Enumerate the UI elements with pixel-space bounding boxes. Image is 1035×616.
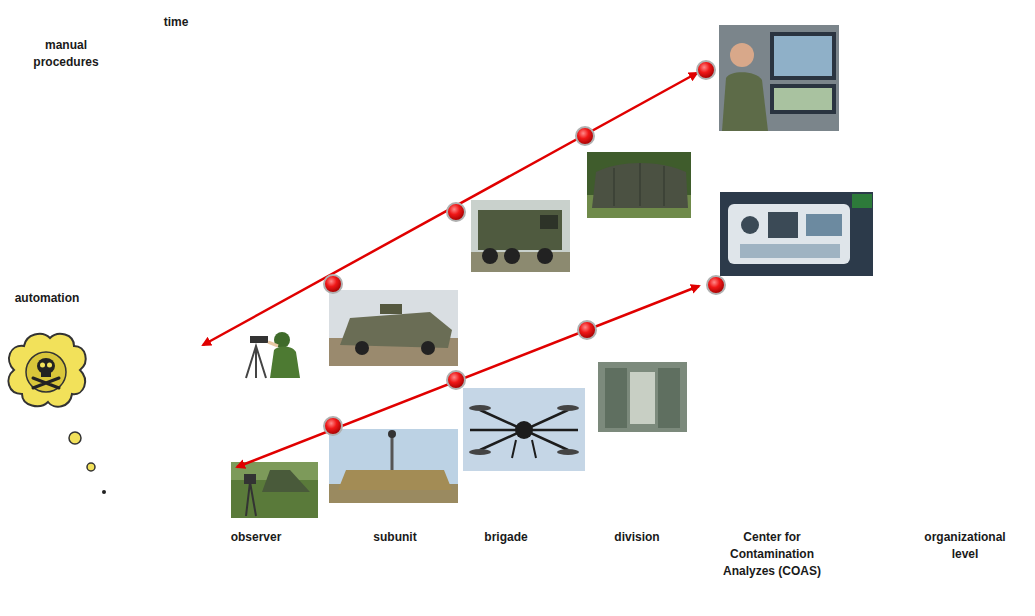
photo-tent-part [614, 163, 664, 206]
photo-armored-vehicle-part [329, 429, 458, 503]
photo-truck-part [540, 215, 558, 229]
photo-shelter-interior-part [630, 372, 655, 424]
photo-tent-part [592, 163, 688, 208]
photo-drone-part [557, 405, 579, 411]
milestone-dots-part [447, 371, 465, 389]
photo-truck-part [471, 200, 570, 272]
photo-reconnaissance-vehicle-part [380, 304, 402, 314]
photo-truck [471, 200, 570, 272]
photo-display-stand [720, 192, 873, 276]
photo-operator-part [770, 84, 836, 114]
photo-reconnaissance-vehicle-part [340, 312, 452, 348]
photo-truck-part [504, 248, 520, 264]
photo-display-stand-part [852, 194, 872, 208]
photo-reconnaissance-vehicle-part [421, 341, 435, 355]
milestone-dots-part [324, 275, 342, 293]
level-label: brigade [466, 529, 546, 546]
photo-shelter-interior [598, 362, 687, 432]
photo-shelter-interior-part [658, 368, 680, 428]
hazard-cloud-part [8, 334, 85, 407]
photo-operator-part [722, 72, 768, 131]
milestone-dots-part [697, 61, 715, 79]
photo-drone-part [469, 449, 491, 455]
photo-shelter-interior-part [605, 368, 627, 428]
photo-drone-part [512, 440, 536, 458]
photo-tent [587, 152, 691, 218]
photo-shelter-interior-part [598, 362, 687, 432]
level-label: Center for Contamination Analyzes (COAS) [716, 529, 828, 580]
photo-operator-part [774, 88, 832, 110]
photo-operator-part [730, 43, 754, 67]
observer-figure-part [246, 346, 266, 378]
photo-sensor-field-part [231, 462, 318, 518]
level-label: division [597, 529, 677, 546]
photo-tent-part [587, 152, 691, 218]
hazard-cloud [8, 334, 106, 494]
axis-label: organizational level [915, 529, 1015, 563]
photo-sensor-field-part [244, 474, 256, 484]
photo-armored-vehicle-part [388, 430, 396, 438]
hazard-cloud-part [69, 432, 81, 444]
photo-truck-part [537, 248, 553, 264]
photo-display-stand-part [768, 212, 798, 238]
photo-sensor-field-part [246, 482, 256, 516]
photo-display-stand-part [720, 192, 873, 276]
photo-armored-vehicle [329, 429, 458, 503]
hazard-cloud-part [87, 463, 95, 471]
observer-figure [246, 332, 300, 378]
axis-label: time [146, 14, 206, 31]
photo-operator [719, 25, 839, 131]
axis-label: manual procedures [20, 37, 112, 71]
hazard-cloud-part [41, 371, 51, 377]
hazard-cloud-part [40, 363, 45, 368]
photo-operator-part [770, 32, 836, 80]
timeline-arrows-part [203, 73, 697, 345]
photo-sensor-field-part [262, 470, 310, 492]
photo-display-stand-part [806, 214, 842, 236]
photo-display-stand-part [741, 216, 759, 234]
level-label: subunit [355, 529, 435, 546]
milestone-dots [324, 61, 725, 435]
photo-reconnaissance-vehicle-part [329, 290, 458, 366]
milestone-dots-part [578, 321, 596, 339]
photo-truck-part [482, 248, 498, 264]
photo-operator-part [719, 25, 839, 131]
hazard-cloud-part [33, 378, 59, 388]
photo-reconnaissance-vehicle-part [355, 341, 369, 355]
photo-truck-part [478, 210, 562, 250]
photo-reconnaissance-vehicle [329, 290, 458, 366]
milestone-dots-part [447, 203, 465, 221]
photo-display-stand-part [740, 244, 840, 258]
milestone-dots-part [576, 127, 594, 145]
observer-figure-part [270, 346, 300, 378]
observer-figure-part [250, 336, 268, 343]
timeline-arrows [203, 73, 699, 467]
photo-sensor-field [231, 462, 318, 518]
axis-label: automation [4, 290, 90, 307]
photo-drone-part [463, 388, 585, 471]
hazard-cloud-part [47, 363, 52, 368]
milestone-dots-part [707, 276, 725, 294]
timeline-arrows-part [237, 286, 699, 467]
photo-drone-part [557, 449, 579, 455]
observer-figure-part [268, 342, 278, 346]
hazard-cloud-part [26, 352, 66, 392]
level-label: observer [216, 529, 296, 546]
photo-drone [463, 388, 585, 471]
photo-drone-part [469, 405, 491, 411]
photo-display-stand-part [728, 204, 850, 264]
photo-drone-part [515, 421, 533, 439]
photo-operator-part [774, 36, 832, 76]
photo-armored-vehicle-part [338, 470, 452, 490]
milestone-dots-part [324, 417, 342, 435]
hazard-cloud-part [102, 490, 106, 494]
photo-drone-part [470, 410, 578, 450]
